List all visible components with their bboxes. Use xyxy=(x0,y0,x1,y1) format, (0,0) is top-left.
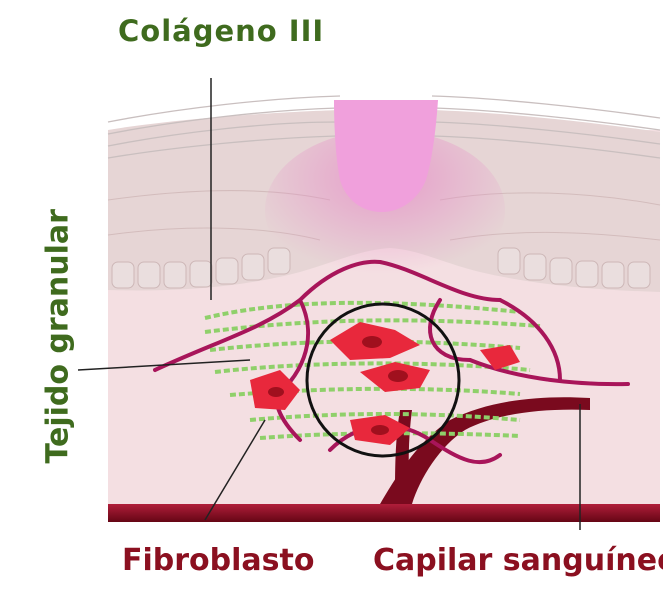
capillary-label: Capilar sanguíneo xyxy=(373,543,663,578)
fibroblast-label: Fibroblasto xyxy=(122,543,314,578)
blood-vessel xyxy=(108,504,660,522)
granular-tissue-label: Tejido granular xyxy=(41,264,76,464)
collagen-label: Colágeno III xyxy=(118,14,324,48)
